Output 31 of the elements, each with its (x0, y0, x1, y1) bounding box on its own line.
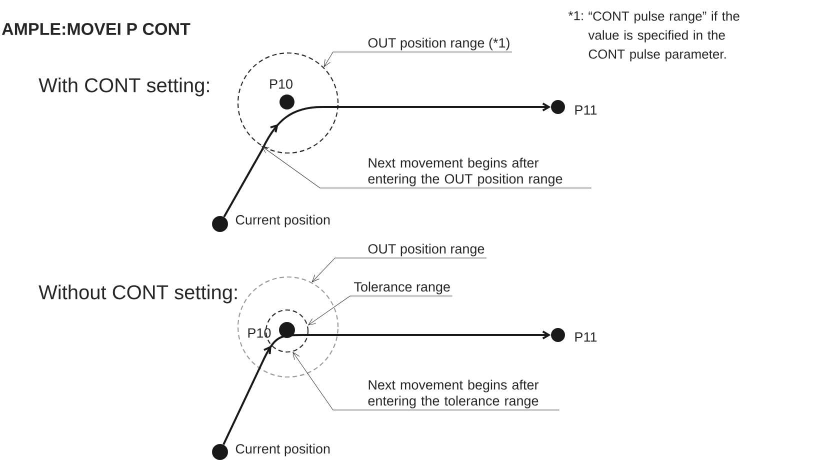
point-dot (212, 216, 228, 232)
motion-path (223, 102, 551, 218)
point-dot (551, 100, 565, 114)
point-label: P11 (575, 332, 597, 342)
callout-text: Tolerance range (354, 282, 450, 294)
point-label: P10 (248, 328, 271, 338)
callout-text: Next movement begins after entering the tolerance range (368, 380, 539, 408)
point-label: Current position (236, 444, 330, 456)
leader-line (312, 258, 487, 282)
point-dot (280, 94, 294, 110)
leader-line (292, 352, 560, 410)
point-dot (551, 328, 565, 342)
section-heading: With CONT setting: (38, 78, 209, 96)
range-circle (237, 276, 339, 378)
leader-line (308, 296, 452, 326)
point-label: P10 (270, 79, 292, 89)
callout-text: OUT position range (*1) (368, 38, 510, 50)
callout-text: Next movement begins after entering the OUT position range (368, 158, 562, 186)
footnote: “CONT pulse range” if the value is specified in the CONT pulse parameter. (588, 11, 740, 62)
callout-text: OUT position range (368, 244, 484, 256)
point-label: P11 (575, 105, 597, 115)
section-heading: Without CONT setting: (38, 284, 237, 304)
point-dot (279, 322, 295, 338)
leader-line (261, 146, 592, 188)
point-dot (212, 444, 228, 460)
leader-line (324, 52, 512, 67)
motion-path (222, 330, 551, 446)
title: AMPLE:MOVEI P CONT (2, 22, 190, 36)
footnote-mark: *1: (568, 11, 583, 20)
range-circle (237, 52, 339, 154)
point-label: Current position (236, 214, 330, 228)
